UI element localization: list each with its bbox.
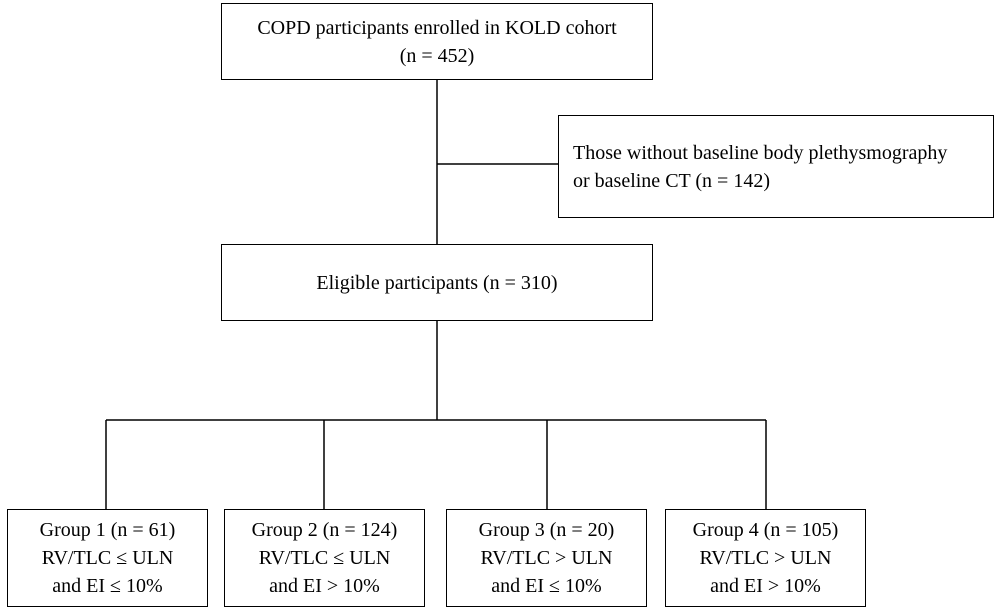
group-1-ei-criterion: and EI ≤ 10% [52, 575, 163, 597]
group-4-rv-criterion: RV/TLC > ULN [699, 547, 832, 569]
group-4-box: Group 4 (n = 105) RV/TLC > ULN and EI > … [665, 509, 866, 607]
group-4-title: Group 4 (n = 105) [692, 519, 839, 541]
group-3-rv-criterion: RV/TLC > ULN [480, 547, 613, 569]
enrolled-count: (n = 452) [399, 44, 475, 67]
group-2-rv-criterion: RV/TLC ≤ ULN [258, 547, 391, 569]
group-2-box: Group 2 (n = 124) RV/TLC ≤ ULN and EI > … [224, 509, 425, 607]
excluded-count: or baseline CT (n = 142) [573, 169, 770, 192]
group-2-title: Group 2 (n = 124) [251, 519, 398, 541]
group-3-box: Group 3 (n = 20) RV/TLC > ULN and EI ≤ 1… [446, 509, 647, 607]
group-1-rv-criterion: RV/TLC ≤ ULN [41, 547, 174, 569]
eligible-box: Eligible participants (n = 310) [221, 244, 653, 321]
enrolled-box: COPD participants enrolled in KOLD cohor… [221, 3, 653, 80]
group-3-ei-criterion: and EI ≤ 10% [491, 575, 602, 597]
excluded-label: Those without baseline body plethysmogra… [573, 141, 948, 164]
group-4-ei-criterion: and EI > 10% [710, 575, 821, 597]
group-2-ei-criterion: and EI > 10% [269, 575, 380, 597]
group-1-box: Group 1 (n = 61) RV/TLC ≤ ULN and EI ≤ 1… [7, 509, 208, 607]
enrolled-label: COPD participants enrolled in KOLD cohor… [257, 16, 617, 39]
eligible-label: Eligible participants (n = 310) [316, 271, 558, 294]
group-1-title: Group 1 (n = 61) [39, 519, 176, 541]
excluded-box: Those without baseline body plethysmogra… [558, 115, 994, 218]
group-3-title: Group 3 (n = 20) [478, 519, 615, 541]
